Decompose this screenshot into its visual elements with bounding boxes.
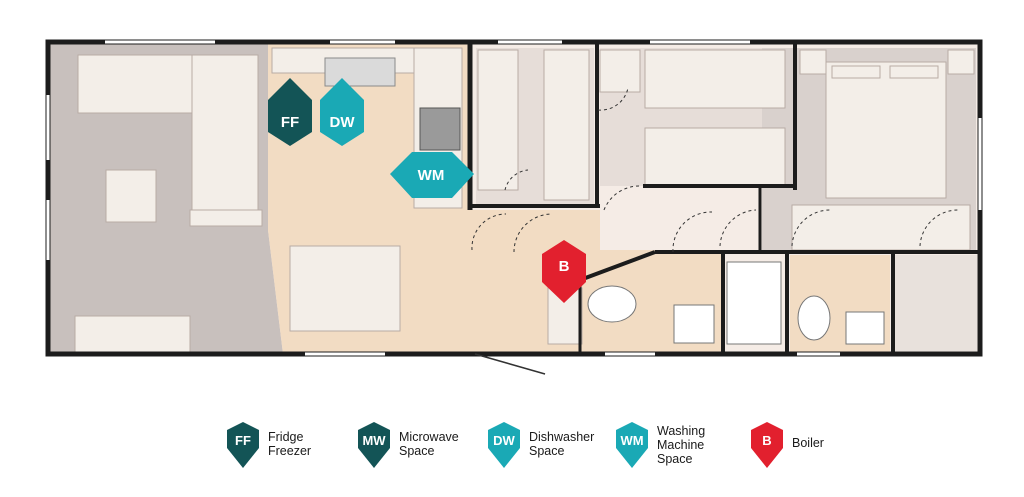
double-pillow-2 bbox=[889, 65, 939, 79]
bedside-table bbox=[599, 49, 641, 93]
dining-table bbox=[289, 245, 401, 332]
double-bed bbox=[825, 61, 947, 199]
furniture bbox=[74, 47, 975, 353]
dw-marker: DW bbox=[320, 78, 364, 146]
svg-text:FF: FF bbox=[235, 433, 251, 448]
twin-bed-2 bbox=[644, 127, 786, 187]
kitchen-sink bbox=[324, 57, 396, 87]
bathroom-basin bbox=[845, 311, 885, 345]
boiler-marker: B bbox=[542, 240, 586, 303]
wm-marker-label: WM bbox=[418, 167, 445, 184]
windows bbox=[46, 40, 982, 356]
sofa-arm bbox=[189, 209, 263, 227]
svg-text:B: B bbox=[762, 433, 771, 448]
shower bbox=[726, 261, 782, 345]
ensuite-toilet bbox=[587, 285, 637, 323]
svg-text:MW: MW bbox=[362, 433, 386, 448]
boiler-marker-label: B bbox=[559, 258, 570, 275]
legend: FF Fridge Freezer MW Microwave Space DW … bbox=[0, 418, 1024, 478]
master-bedside-1 bbox=[799, 49, 827, 75]
legend-label-b: Boiler bbox=[792, 436, 824, 450]
hob bbox=[419, 107, 461, 151]
single-bed-2 bbox=[543, 49, 590, 201]
legend-label-ff: Fridge Freezer bbox=[268, 430, 312, 458]
wm-icon: WM bbox=[616, 422, 648, 468]
ff-marker-label: FF bbox=[281, 114, 299, 131]
svg-text:DW: DW bbox=[493, 433, 515, 448]
sofa-side bbox=[191, 54, 259, 214]
legend-label-dw: Dishwasher Space bbox=[529, 430, 595, 458]
legend-label-mw: Microwave Space bbox=[399, 430, 459, 458]
bathroom-toilet bbox=[797, 295, 831, 341]
ff-icon: FF bbox=[227, 422, 259, 468]
entrance-door-leaf bbox=[474, 353, 546, 375]
single-bed-1 bbox=[477, 49, 519, 191]
dw-icon: DW bbox=[488, 422, 520, 468]
floor-plan: FF DW WM B bbox=[45, 39, 983, 375]
master-bedside-2 bbox=[947, 49, 975, 75]
twin-bed-1 bbox=[644, 49, 786, 109]
master-wardrobe bbox=[791, 204, 971, 251]
legend-label-wm: Washing Machine Space bbox=[657, 424, 706, 466]
boiler-icon: B bbox=[751, 422, 783, 468]
double-pillow-1 bbox=[831, 65, 881, 79]
mw-icon: MW bbox=[358, 422, 390, 468]
coffee-table bbox=[105, 169, 157, 223]
dw-marker-label: DW bbox=[330, 114, 356, 131]
ensuite-basin bbox=[673, 304, 715, 344]
wm-marker: WM bbox=[390, 152, 474, 198]
wardrobe-floor bbox=[895, 255, 977, 351]
ff-marker: FF bbox=[268, 78, 312, 146]
svg-text:WM: WM bbox=[620, 433, 643, 448]
tv-unit bbox=[74, 315, 191, 353]
